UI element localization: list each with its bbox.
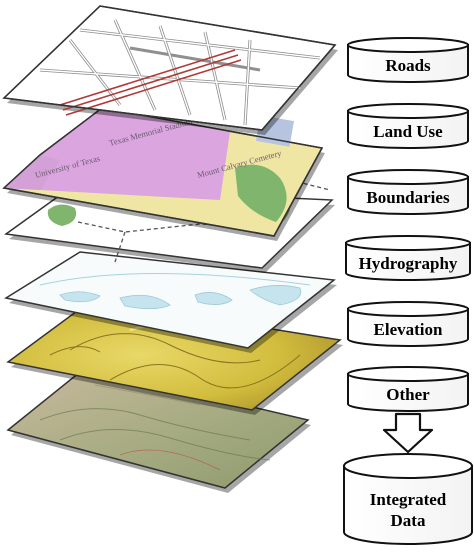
elevation-label: Elevation: [374, 320, 443, 339]
other-cylinder: Other: [347, 366, 469, 412]
other-label: Other: [386, 385, 430, 404]
boundaries-label: Boundaries: [366, 188, 450, 207]
hydrography-layer: [4, 251, 337, 353]
hydrography-cylinder: Hydrography: [345, 235, 471, 281]
land-use-layer: Texas Memorial Stadium University of Tex…: [2, 107, 325, 241]
integrated-data-line1: Integrated: [370, 490, 447, 509]
down-arrow-icon: [382, 412, 434, 454]
land-use-label: Land Use: [373, 122, 443, 141]
hydrography-label: Hydrography: [359, 254, 458, 273]
roads-cylinder: Roads: [347, 37, 469, 83]
roads-layer: [2, 5, 338, 135]
land-use-cylinder: Land Use: [347, 103, 469, 149]
integrated-data-line2: Data: [391, 511, 426, 530]
roads-label: Roads: [385, 56, 431, 75]
other-layer: [6, 367, 311, 493]
elevation-cylinder: Elevation: [347, 301, 469, 347]
boundaries-cylinder: Boundaries: [347, 169, 469, 215]
integrated-data-cylinder: Integrated Data: [343, 453, 473, 545]
highway-line: [59, 49, 242, 116]
